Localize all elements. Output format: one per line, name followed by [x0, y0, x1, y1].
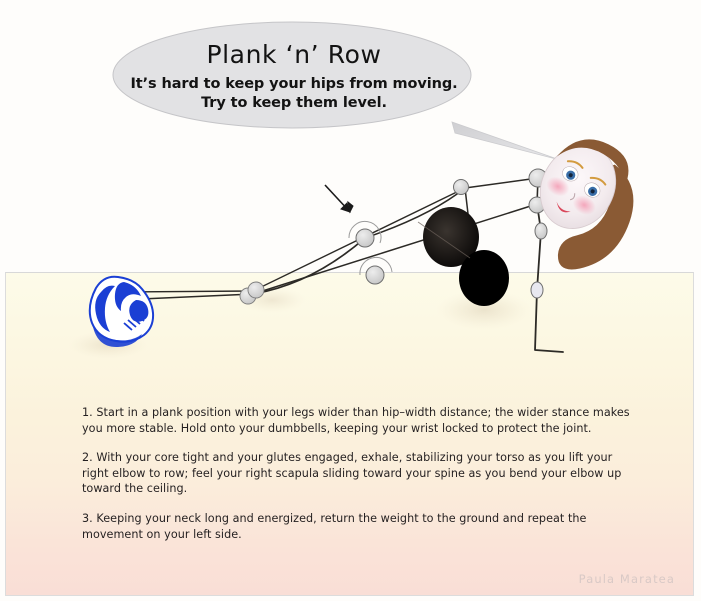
- torso-side-line: [464, 187, 473, 249]
- exercise-title: Plank ‘n’ Row: [206, 40, 382, 69]
- exercise-tip-line-2: Try to keep them level.: [201, 95, 387, 111]
- face: [539, 145, 617, 229]
- left-eye-white: [562, 166, 579, 182]
- far-shoulder-joint: [453, 179, 469, 195]
- speech-bubble-text: Plank ‘n’ Row It’s hard to keep your hip…: [118, 40, 470, 113]
- hip-joint: [534, 222, 548, 240]
- torso-mass: [423, 207, 479, 267]
- exercise-tip-line-1: It’s hard to keep your hips from moving.: [130, 76, 458, 92]
- instruction-step-3: 3. Keeping your neck long and energized,…: [82, 511, 587, 541]
- raised-elbow-joint: [355, 228, 375, 248]
- elbow-guide-arc: [348, 220, 382, 244]
- arrow-head-a: [340, 202, 351, 213]
- right-eye-white: [584, 182, 601, 198]
- arrow-shaft: [324, 184, 351, 213]
- instruction-list: 1. Start in a plank position with your l…: [82, 405, 642, 542]
- right-cheek: [572, 195, 596, 215]
- left-iris: [566, 170, 576, 180]
- right-pupil: [590, 189, 595, 194]
- right-iris: [588, 186, 598, 196]
- left-pupil: [568, 173, 573, 178]
- rowing-arm-upper: [364, 187, 466, 239]
- torso-top-line: [464, 177, 539, 189]
- torso-highlight: [417, 221, 471, 259]
- lips: [556, 201, 571, 213]
- neck-line: [536, 177, 539, 205]
- right-brow: [589, 176, 607, 186]
- exercise-tip: It’s hard to keep your hips from moving.…: [118, 75, 470, 113]
- artist-signature: Paula Maratea: [578, 572, 675, 586]
- left-cheek: [546, 176, 570, 197]
- instruction-step-2: 2. With your core tight and your glutes …: [82, 451, 622, 496]
- left-brow: [566, 160, 584, 169]
- instruction-step-1: 1. Start in a plank position with your l…: [82, 406, 630, 435]
- figure-head: [539, 139, 634, 270]
- speech-bubble-tail: [451, 121, 561, 161]
- hair-fringe: [556, 139, 629, 187]
- nose: [569, 193, 576, 201]
- pointer-arrow: [324, 184, 354, 214]
- shoulder-joint: [528, 196, 546, 214]
- ponytail: [557, 164, 634, 270]
- arrow-head-b: [347, 200, 354, 214]
- neck-joint: [528, 168, 548, 188]
